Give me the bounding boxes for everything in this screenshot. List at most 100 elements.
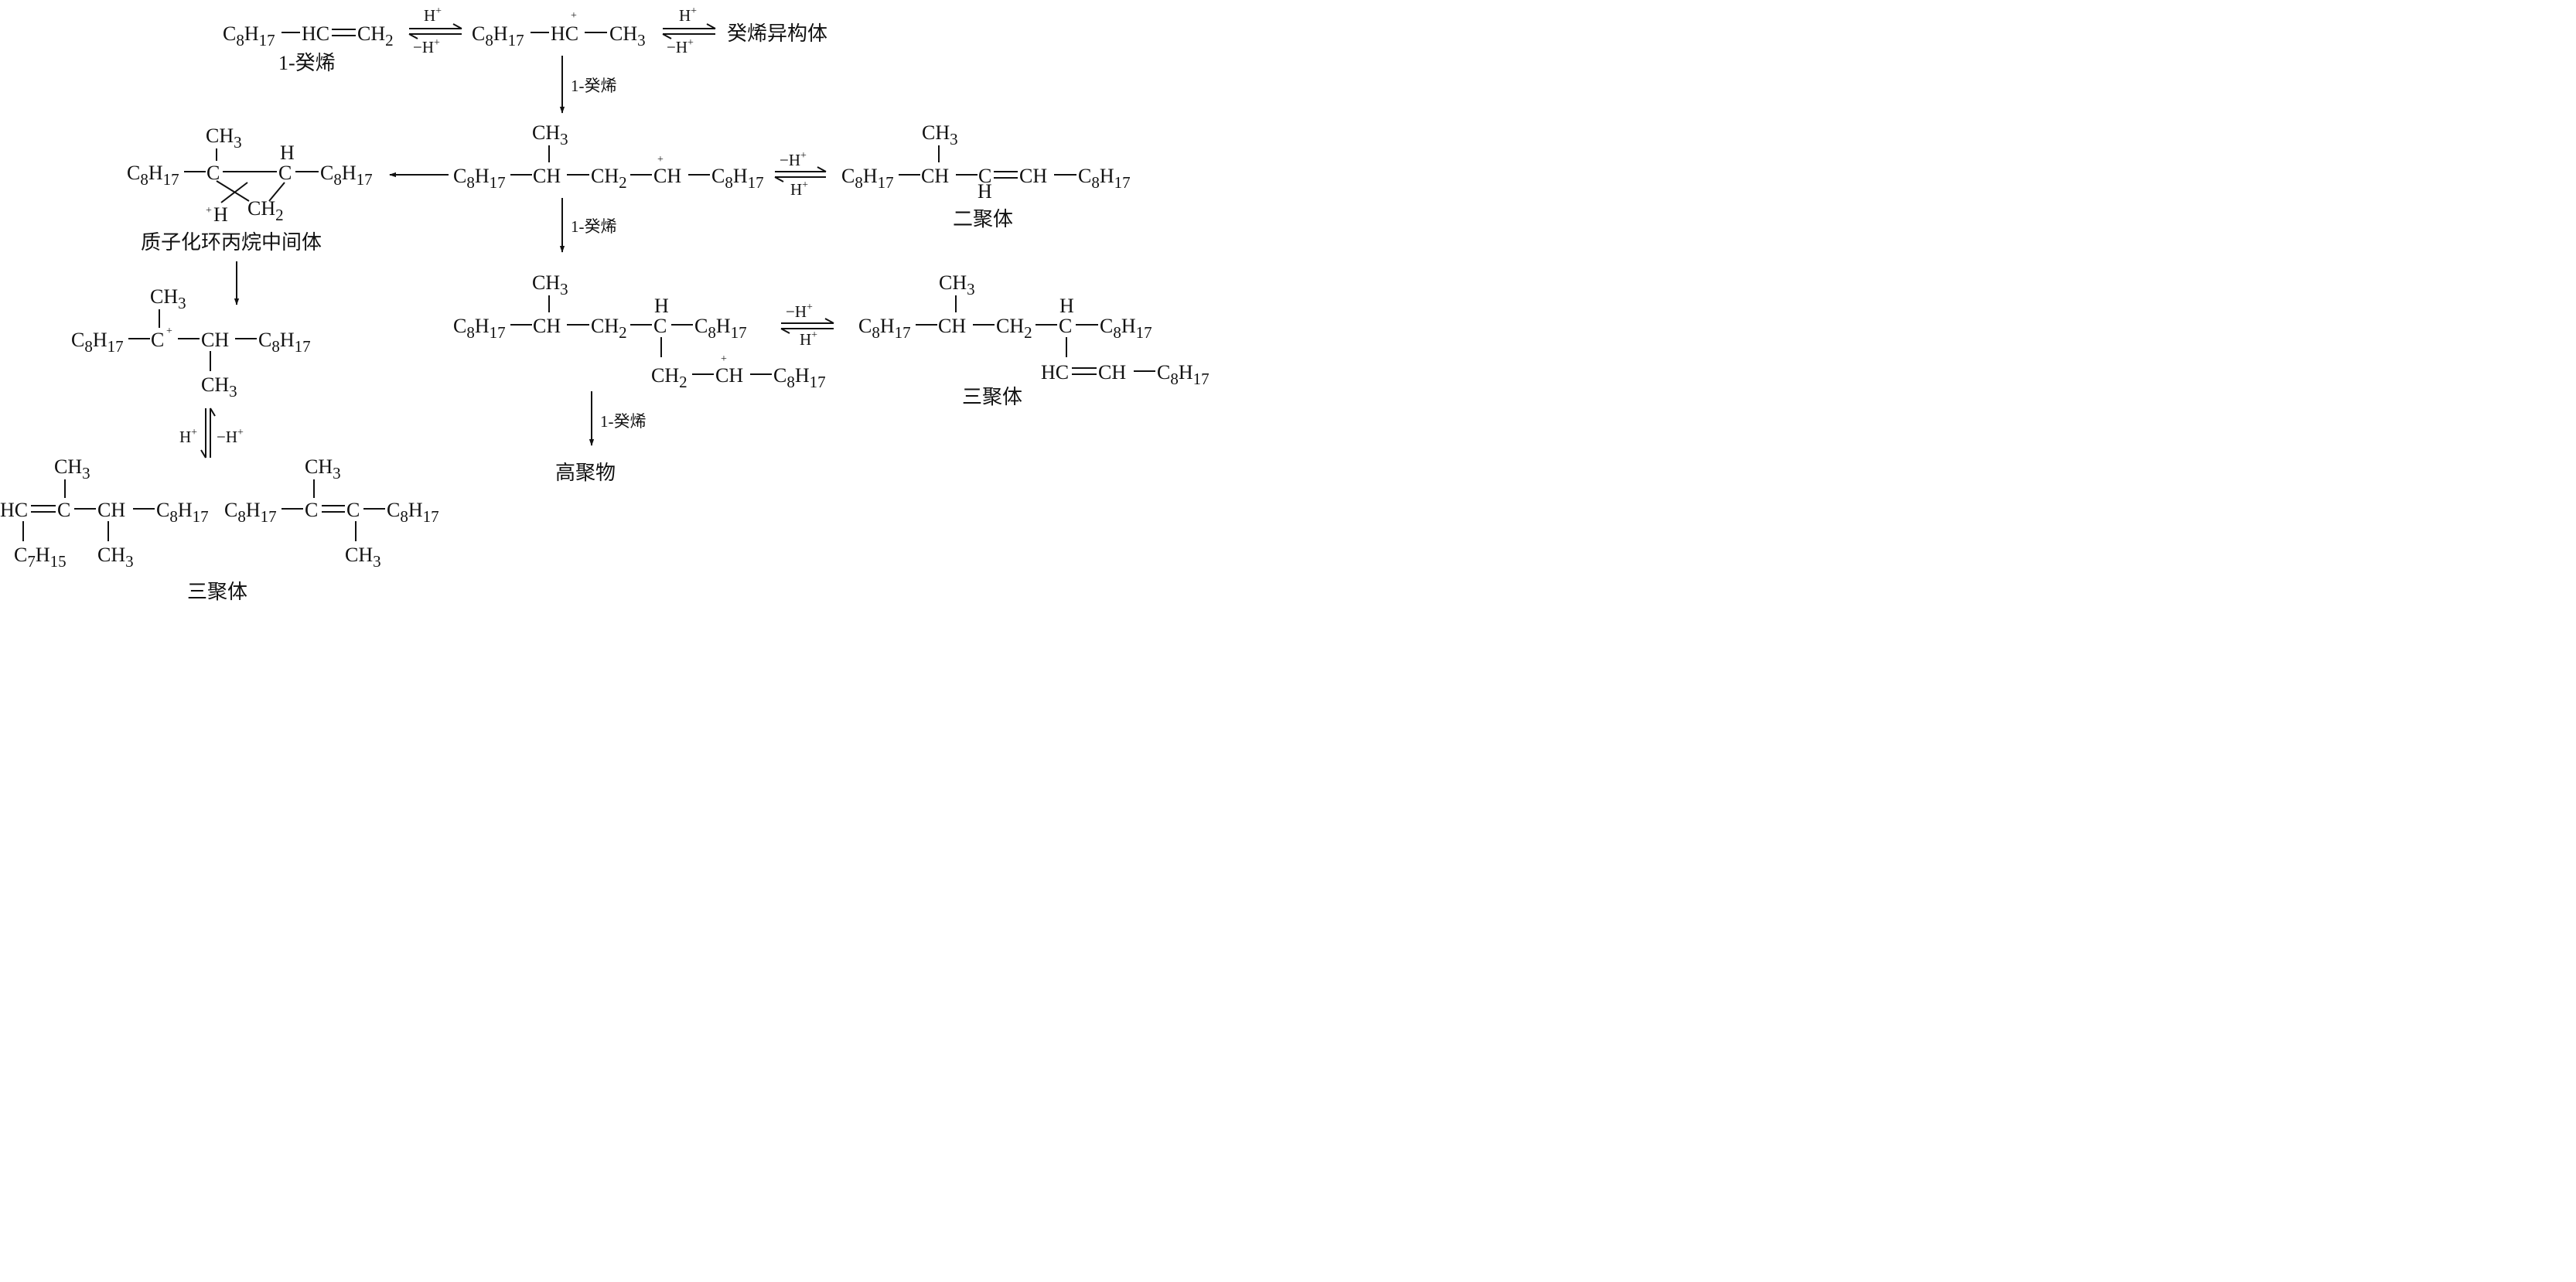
deprotonation-label: −H+ — [413, 37, 440, 56]
ch3-branch: CH3 — [97, 544, 134, 571]
dimer-carbocation: CH3 C8H17 CH CH2 + CH C8H17 — [453, 121, 764, 192]
reverse-harpoon-head — [662, 33, 672, 39]
equilibrium-arrow-5: H+ −H+ — [179, 407, 244, 459]
decene-molecule: C8H17 HC CH2 — [223, 22, 394, 49]
c-label: C — [206, 162, 220, 184]
trimer-molecule-terminal: CH3 HC C CH C8H17 C7H15 CH3 — [0, 455, 209, 571]
reagent-label: 1-癸烯 — [571, 217, 617, 236]
forward-harpoon-head — [200, 449, 206, 459]
ch-label: CH — [533, 165, 561, 187]
deprotonation-label: −H+ — [667, 37, 694, 56]
c-label: C — [278, 162, 292, 184]
ch2-label: CH2 — [357, 22, 394, 49]
reverse-harpoon-head — [774, 176, 784, 182]
hc-label: HC — [551, 22, 578, 45]
hc-label: HC — [1041, 361, 1069, 384]
c8h17-group: C8H17 — [472, 22, 524, 49]
ch3-label: CH3 — [609, 22, 646, 49]
ch3-branch: CH3 — [150, 285, 186, 312]
c8h17-group: C8H17 — [858, 315, 911, 342]
deprotonation-label: −H+ — [786, 302, 813, 321]
bridging-h-label: H — [213, 203, 228, 226]
c8h17-group: C8H17 — [711, 165, 764, 192]
deprotonation-label: −H+ — [780, 150, 807, 169]
c8h17-group: C8H17 — [156, 499, 209, 526]
reagent-label: 1-癸烯 — [571, 77, 617, 95]
ch3-branch: CH3 — [54, 455, 90, 482]
cation-charge: + — [721, 353, 727, 365]
forward-harpoon-head — [452, 23, 462, 29]
c8h17-group: C8H17 — [1157, 361, 1210, 388]
ch3-branch: CH3 — [206, 124, 242, 152]
equilibrium-arrow-3: −H+ H+ — [774, 150, 827, 199]
cation-charge: + — [571, 10, 577, 22]
ch2-label: CH2 — [247, 197, 284, 224]
reverse-harpoon-head — [780, 328, 790, 334]
ch-label: CH — [97, 499, 125, 521]
c8h17-group: C8H17 — [127, 162, 179, 189]
reverse-harpoon-head — [408, 33, 418, 39]
proton-label: H+ — [679, 5, 697, 25]
c8h17-group: C8H17 — [453, 315, 506, 342]
ch-label: CH — [653, 165, 681, 187]
reagent-label: 1-癸烯 — [600, 412, 647, 431]
cation-charge: + — [657, 154, 664, 165]
c8h17-group: C8H17 — [773, 364, 826, 391]
tertiary-carbocation: CH3 C8H17 C + CH C8H17 CH3 — [71, 285, 311, 401]
ch3-branch: CH3 — [345, 544, 381, 571]
cyclopropane-label: 质子化环丙烷中间体 — [141, 231, 322, 254]
ch3-branch: CH3 — [305, 455, 341, 482]
c8h17-group: C8H17 — [224, 499, 277, 526]
trimer-molecule-internal: CH3 C8H17 C C C8H17 CH3 — [224, 455, 439, 571]
c8h17-group: C8H17 — [387, 499, 439, 526]
c-label: C — [151, 329, 164, 351]
decene-oligomerization-scheme: C8H17 HC CH2 1-癸烯 H+ −H+ C8H17 HC + CH3 … — [0, 5, 1210, 603]
ch3-branch: CH3 — [201, 373, 237, 401]
trimer-label: 三聚体 — [962, 386, 1022, 408]
c-label: C — [346, 499, 360, 521]
c8h17-group: C8H17 — [453, 165, 506, 192]
decene-name-label: 1-癸烯 — [278, 52, 336, 74]
h-label: H — [1059, 295, 1074, 317]
ch3-branch: CH3 — [532, 271, 568, 298]
equilibrium-arrow-4: −H+ H+ — [780, 302, 834, 349]
c8h17-group: C8H17 — [223, 22, 275, 49]
hc-label: HC — [0, 499, 28, 521]
h-label: H — [654, 295, 669, 317]
c-label: C — [978, 165, 991, 187]
c8h17-group: C8H17 — [320, 162, 373, 189]
c-label: C — [57, 499, 70, 521]
dimer-label: 二聚体 — [953, 208, 1013, 230]
c8h17-group: C8H17 — [71, 329, 124, 356]
trimer-carbocation: CH3 C8H17 CH CH2 H C C8H17 CH2 + CH C8H1… — [453, 271, 826, 391]
polymer-label: 高聚物 — [555, 462, 616, 484]
reverse-harpoon-head — [210, 407, 216, 417]
c8h17-group: C8H17 — [841, 165, 894, 192]
forward-harpoon-head — [706, 23, 716, 29]
c7h15-group: C7H15 — [14, 544, 67, 571]
proton-label: H+ — [790, 179, 808, 199]
ch2-label: CH2 — [651, 364, 688, 391]
c-label: C — [653, 315, 667, 337]
cation-charge: + — [166, 326, 172, 337]
ch2-label: CH2 — [591, 315, 627, 342]
ch3-branch: CH3 — [532, 121, 568, 148]
cation-charge: + — [206, 205, 212, 217]
decene-isomers-label: 癸烯异构体 — [727, 22, 827, 45]
ring-bond — [268, 182, 285, 202]
forward-harpoon-head — [817, 166, 827, 172]
trimer-label: 三聚体 — [187, 581, 247, 603]
bridging-proton-bond — [220, 182, 248, 203]
deprotonation-label: −H+ — [217, 427, 244, 446]
forward-harpoon-head — [824, 318, 834, 324]
ch-label: CH — [533, 315, 561, 337]
secondary-carbocation: C8H17 HC + CH3 — [472, 10, 646, 49]
equilibrium-arrow-2: H+ −H+ — [662, 5, 716, 56]
hc-label: HC — [302, 22, 329, 45]
ch-label: CH — [921, 165, 949, 187]
ch2-label: CH2 — [996, 315, 1032, 342]
ring-bond — [216, 180, 250, 202]
ch3-branch: CH3 — [922, 121, 958, 148]
c8h17-group: C8H17 — [694, 315, 747, 342]
proton-label: H+ — [424, 5, 442, 25]
